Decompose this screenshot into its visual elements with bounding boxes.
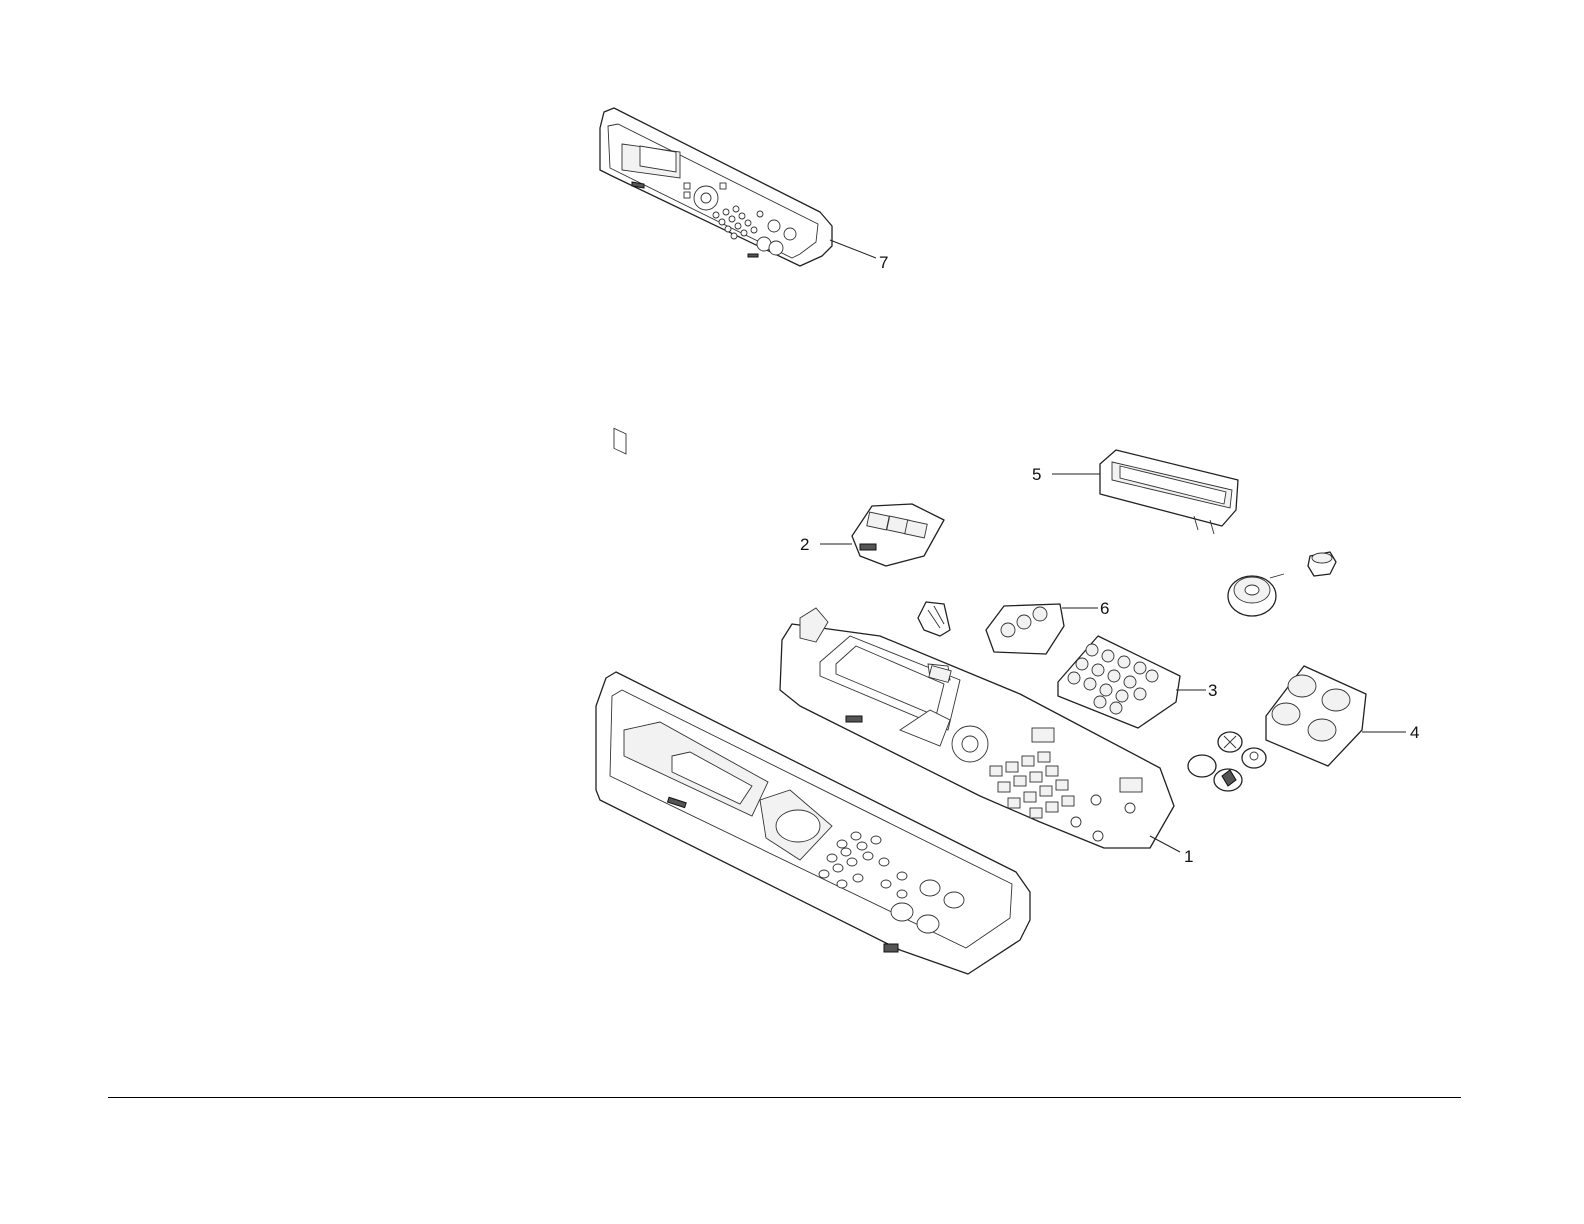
- callout-2: 2: [800, 535, 809, 554]
- callout-6: 6: [1100, 599, 1109, 618]
- part-5-lcd-module: 5: [1032, 450, 1238, 534]
- part-3-rubber-keypad: 3: [1058, 636, 1217, 728]
- loose-buttons: [1188, 732, 1266, 791]
- part-4-button-tray: 4: [1266, 666, 1419, 766]
- callout-3: 3: [1208, 681, 1217, 700]
- callout-1: 1: [1184, 847, 1193, 866]
- part-2-button-cluster: 2: [800, 504, 944, 566]
- dial-component: [1228, 574, 1284, 616]
- callout-7: 7: [879, 253, 888, 272]
- part-7-assembled-panel: 7: [600, 108, 888, 454]
- footer-divider: [108, 1097, 1461, 1098]
- callout-4: 4: [1410, 723, 1419, 742]
- small-clip: [918, 602, 950, 636]
- small-knob: [1308, 552, 1336, 576]
- callout-5: 5: [1032, 465, 1041, 484]
